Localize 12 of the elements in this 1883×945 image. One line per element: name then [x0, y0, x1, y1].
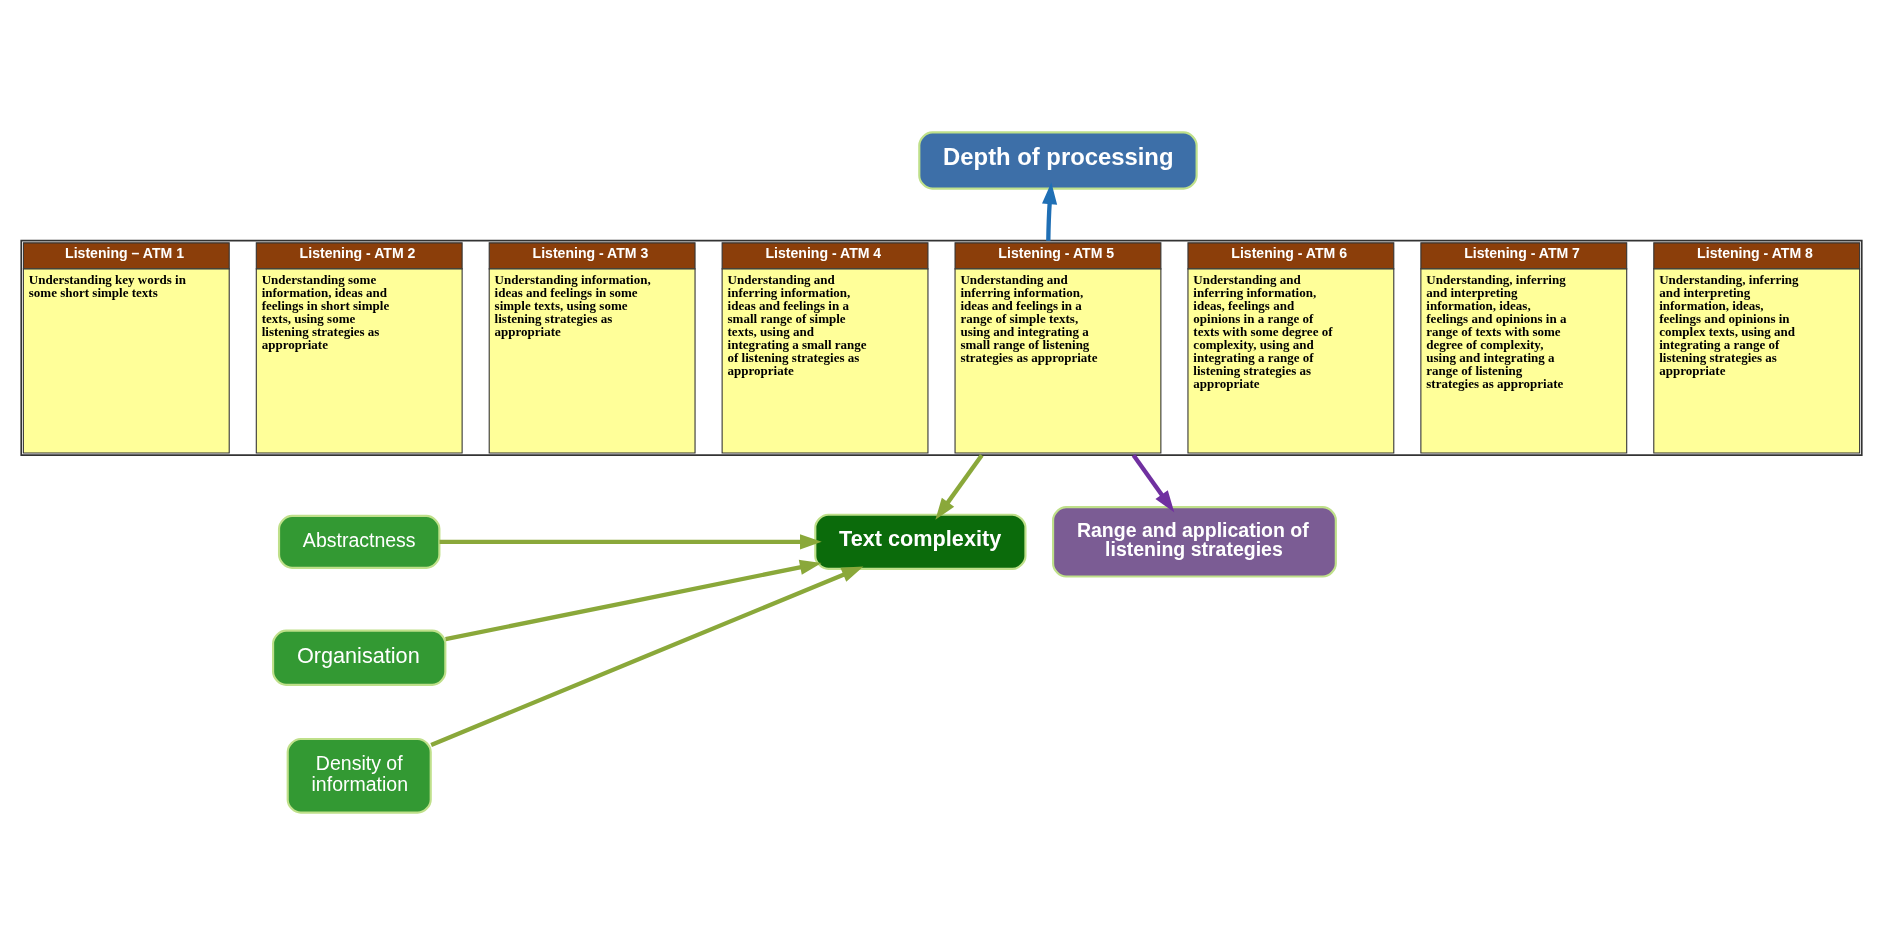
node-box: Depth of processing: [918, 131, 1198, 190]
arrow: [430, 566, 864, 748]
node-box: Density of information: [286, 737, 432, 814]
arrow: [445, 559, 822, 642]
arrow: [1042, 182, 1058, 241]
arrow: [1131, 453, 1175, 513]
node-box: Organisation: [272, 629, 447, 686]
node-box: Abstractness: [277, 514, 441, 569]
node-box: Range and application of listening strategies: [1052, 506, 1337, 578]
arrow: [935, 453, 984, 520]
node-box: Text complexity: [814, 513, 1027, 570]
arrow: [439, 534, 822, 550]
